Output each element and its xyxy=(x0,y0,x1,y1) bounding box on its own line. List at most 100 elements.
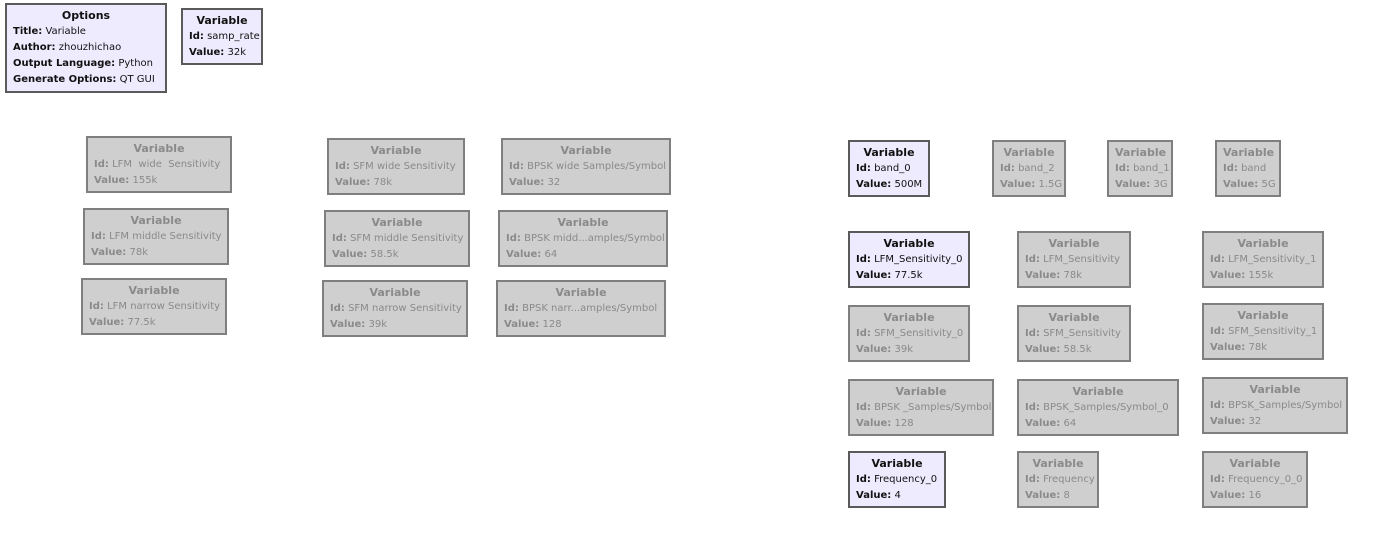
block-value-row: Value: 1.5G xyxy=(1000,179,1063,190)
variable-block-sfm-sensitivity[interactable]: Variable Id: SFM_Sensitivity Value: 58.5… xyxy=(1017,305,1131,362)
options-author-row: Author: zhouzhichao xyxy=(13,42,122,53)
variable-block-bpsk-narrow[interactable]: Variable Id: BPSK narr...amples/Symbol V… xyxy=(496,280,666,337)
block-value-row: Value: 4 xyxy=(856,490,901,501)
block-header: Variable xyxy=(1048,237,1100,250)
block-value-row: Value: 155k xyxy=(94,175,158,186)
block-header: Variable xyxy=(560,144,612,157)
variable-block-samp-rate[interactable]: Variable Id: samp_rate Value: 32k xyxy=(181,8,263,65)
block-id-row: Id: BPSK _Samples/Symbol xyxy=(856,402,992,413)
block-id-row: Id: Frequency_0_0 xyxy=(1210,474,1303,485)
block-header: Variable xyxy=(871,457,923,470)
block-header: Options xyxy=(61,9,111,22)
block-header: Variable xyxy=(369,286,421,299)
variable-block-sfm-sensitivity-0[interactable]: Variable Id: SFM_Sensitivity_0 Value: 39… xyxy=(848,305,970,362)
block-id-row: Id: SFM_Sensitivity xyxy=(1025,328,1121,339)
block-header: Variable xyxy=(895,385,947,398)
block-id-row: Id: band_0 xyxy=(856,163,911,174)
block-value-row: Value: 128 xyxy=(856,418,914,429)
block-value-row: Value: 5G xyxy=(1223,179,1276,190)
block-value-row: Value: 32k xyxy=(189,47,246,58)
variable-block-band-1[interactable]: Variable Id: band_1 Value: 3G xyxy=(1107,140,1173,197)
variable-block-frequency-0[interactable]: Variable Id: Frequency_0 Value: 4 xyxy=(848,451,946,508)
block-value-row: Value: 77.5k xyxy=(89,317,156,328)
variable-block-lfm-sensitivity-1[interactable]: Variable Id: LFM_Sensitivity_1 Value: 15… xyxy=(1202,231,1324,288)
variable-block-bpsk-samples-symbol-a[interactable]: Variable Id: BPSK _Samples/Symbol Value:… xyxy=(848,379,994,436)
block-value-row: Value: 155k xyxy=(1210,270,1274,281)
block-id-row: Id: LFM narrow Sensitivity xyxy=(89,301,221,312)
block-header: Variable xyxy=(863,146,915,159)
block-id-row: Id: BPSK_Samples/Symbol xyxy=(1210,400,1343,411)
block-value-row: Value: 78k xyxy=(1210,342,1267,353)
block-header: Variable xyxy=(196,14,248,27)
variable-block-band-0[interactable]: Variable Id: band_0 Value: 500M xyxy=(848,140,930,197)
variable-block-band[interactable]: Variable Id: band Value: 5G xyxy=(1215,140,1281,197)
block-header: Variable xyxy=(1223,146,1275,159)
block-id-row: Id: SFM middle Sensitivity xyxy=(332,233,464,244)
variable-block-lfm-narrow[interactable]: Variable Id: LFM narrow Sensitivity Valu… xyxy=(81,278,227,335)
block-id-row: Id: LFM_Sensitivity xyxy=(1025,254,1121,265)
block-id-row: Id: SFM_Sensitivity_1 xyxy=(1210,326,1318,337)
block-value-row: Value: 8 xyxy=(1025,490,1070,501)
block-header: Variable xyxy=(1237,237,1289,250)
options-title-row: Title: Variable xyxy=(13,26,86,37)
variable-block-lfm-sensitivity[interactable]: Variable Id: LFM_Sensitivity Value: 78k xyxy=(1017,231,1131,288)
block-header: Variable xyxy=(1237,309,1289,322)
variable-block-bpsk-samples-symbol-0[interactable]: Variable Id: BPSK_Samples/Symbol_0 Value… xyxy=(1017,379,1179,436)
block-header: Variable xyxy=(370,144,422,157)
variable-block-sfm-sensitivity-1[interactable]: Variable Id: SFM_Sensitivity_1 Value: 78… xyxy=(1202,303,1324,360)
block-value-row: Value: 64 xyxy=(506,249,558,260)
variable-block-bpsk-wide[interactable]: Variable Id: BPSK wide Samples/Symbol Va… xyxy=(501,138,671,195)
block-value-row: Value: 58.5k xyxy=(1025,344,1092,355)
block-id-row: Id: Frequency xyxy=(1025,474,1095,485)
block-id-row: Id: band_2 xyxy=(1000,163,1055,174)
block-header: Variable xyxy=(130,214,182,227)
block-header: Variable xyxy=(555,286,607,299)
variable-block-frequency-0-0[interactable]: Variable Id: Frequency_0_0 Value: 16 xyxy=(1202,451,1308,508)
block-header: Variable xyxy=(883,311,935,324)
block-value-row: Value: 77.5k xyxy=(856,270,923,281)
block-id-row: Id: LFM_Sensitivity_0 xyxy=(856,254,963,265)
block-value-row: Value: 32 xyxy=(1210,416,1262,427)
block-header: Variable xyxy=(1032,457,1084,470)
block-value-row: Value: 78k xyxy=(91,247,148,258)
block-header: Variable xyxy=(128,284,180,297)
block-header: Variable xyxy=(371,216,423,229)
variable-block-sfm-wide[interactable]: Variable Id: SFM wide Sensitivity Value:… xyxy=(327,138,465,195)
block-header: Variable xyxy=(1003,146,1055,159)
variable-block-sfm-middle[interactable]: Variable Id: SFM middle Sensitivity Valu… xyxy=(324,210,470,267)
block-id-row: Id: SFM wide Sensitivity xyxy=(335,161,456,172)
block-id-row: Id: BPSK_Samples/Symbol_0 xyxy=(1025,402,1169,413)
variable-block-lfm-wide[interactable]: Variable Id: LFM wide Sensitivity Value:… xyxy=(86,136,232,193)
variable-block-frequency[interactable]: Variable Id: Frequency Value: 8 xyxy=(1017,451,1099,508)
options-block[interactable]: Options Title: Variable Author: zhouzhic… xyxy=(5,3,167,93)
block-id-row: Id: LFM_Sensitivity_1 xyxy=(1210,254,1317,265)
block-id-row: Id: BPSK wide Samples/Symbol xyxy=(509,161,667,172)
variable-block-sfm-narrow[interactable]: Variable Id: SFM narrow Sensitivity Valu… xyxy=(322,280,468,337)
block-value-row: Value: 78k xyxy=(335,177,392,188)
block-value-row: Value: 3G xyxy=(1115,179,1168,190)
variable-block-band-2[interactable]: Variable Id: band_2 Value: 1.5G xyxy=(992,140,1066,197)
block-id-row: Id: LFM wide Sensitivity xyxy=(94,159,221,170)
block-value-row: Value: 500M xyxy=(856,179,923,190)
block-id-row: Id: band_1 xyxy=(1115,163,1170,174)
block-header: Variable xyxy=(1115,146,1167,159)
block-value-row: Value: 16 xyxy=(1210,490,1262,501)
block-id-row: Id: LFM middle Sensitivity xyxy=(91,231,222,242)
block-value-row: Value: 39k xyxy=(856,344,913,355)
variable-block-lfm-sensitivity-0[interactable]: Variable Id: LFM_Sensitivity_0 Value: 77… xyxy=(848,231,970,288)
block-id-row: Id: BPSK narr...amples/Symbol xyxy=(504,303,658,314)
variable-block-bpsk-middle[interactable]: Variable Id: BPSK midd...amples/Symbol V… xyxy=(498,210,668,267)
block-header: Variable xyxy=(1229,457,1281,470)
block-id-row: Id: SFM narrow Sensitivity xyxy=(330,303,462,314)
variable-block-bpsk-samples-symbol[interactable]: Variable Id: BPSK_Samples/Symbol Value: … xyxy=(1202,377,1348,434)
block-header: Variable xyxy=(1048,311,1100,324)
block-value-row: Value: 58.5k xyxy=(332,249,399,260)
block-value-row: Value: 78k xyxy=(1025,270,1082,281)
block-value-row: Value: 64 xyxy=(1025,418,1077,429)
options-generate-options-row: Generate Options: QT GUI xyxy=(13,74,155,85)
options-output-language-row: Output Language: Python xyxy=(13,58,154,69)
block-header: Variable xyxy=(1249,383,1301,396)
variable-block-lfm-middle[interactable]: Variable Id: LFM middle Sensitivity Valu… xyxy=(83,208,229,265)
block-header: Variable xyxy=(133,142,185,155)
block-header: Variable xyxy=(557,216,609,229)
